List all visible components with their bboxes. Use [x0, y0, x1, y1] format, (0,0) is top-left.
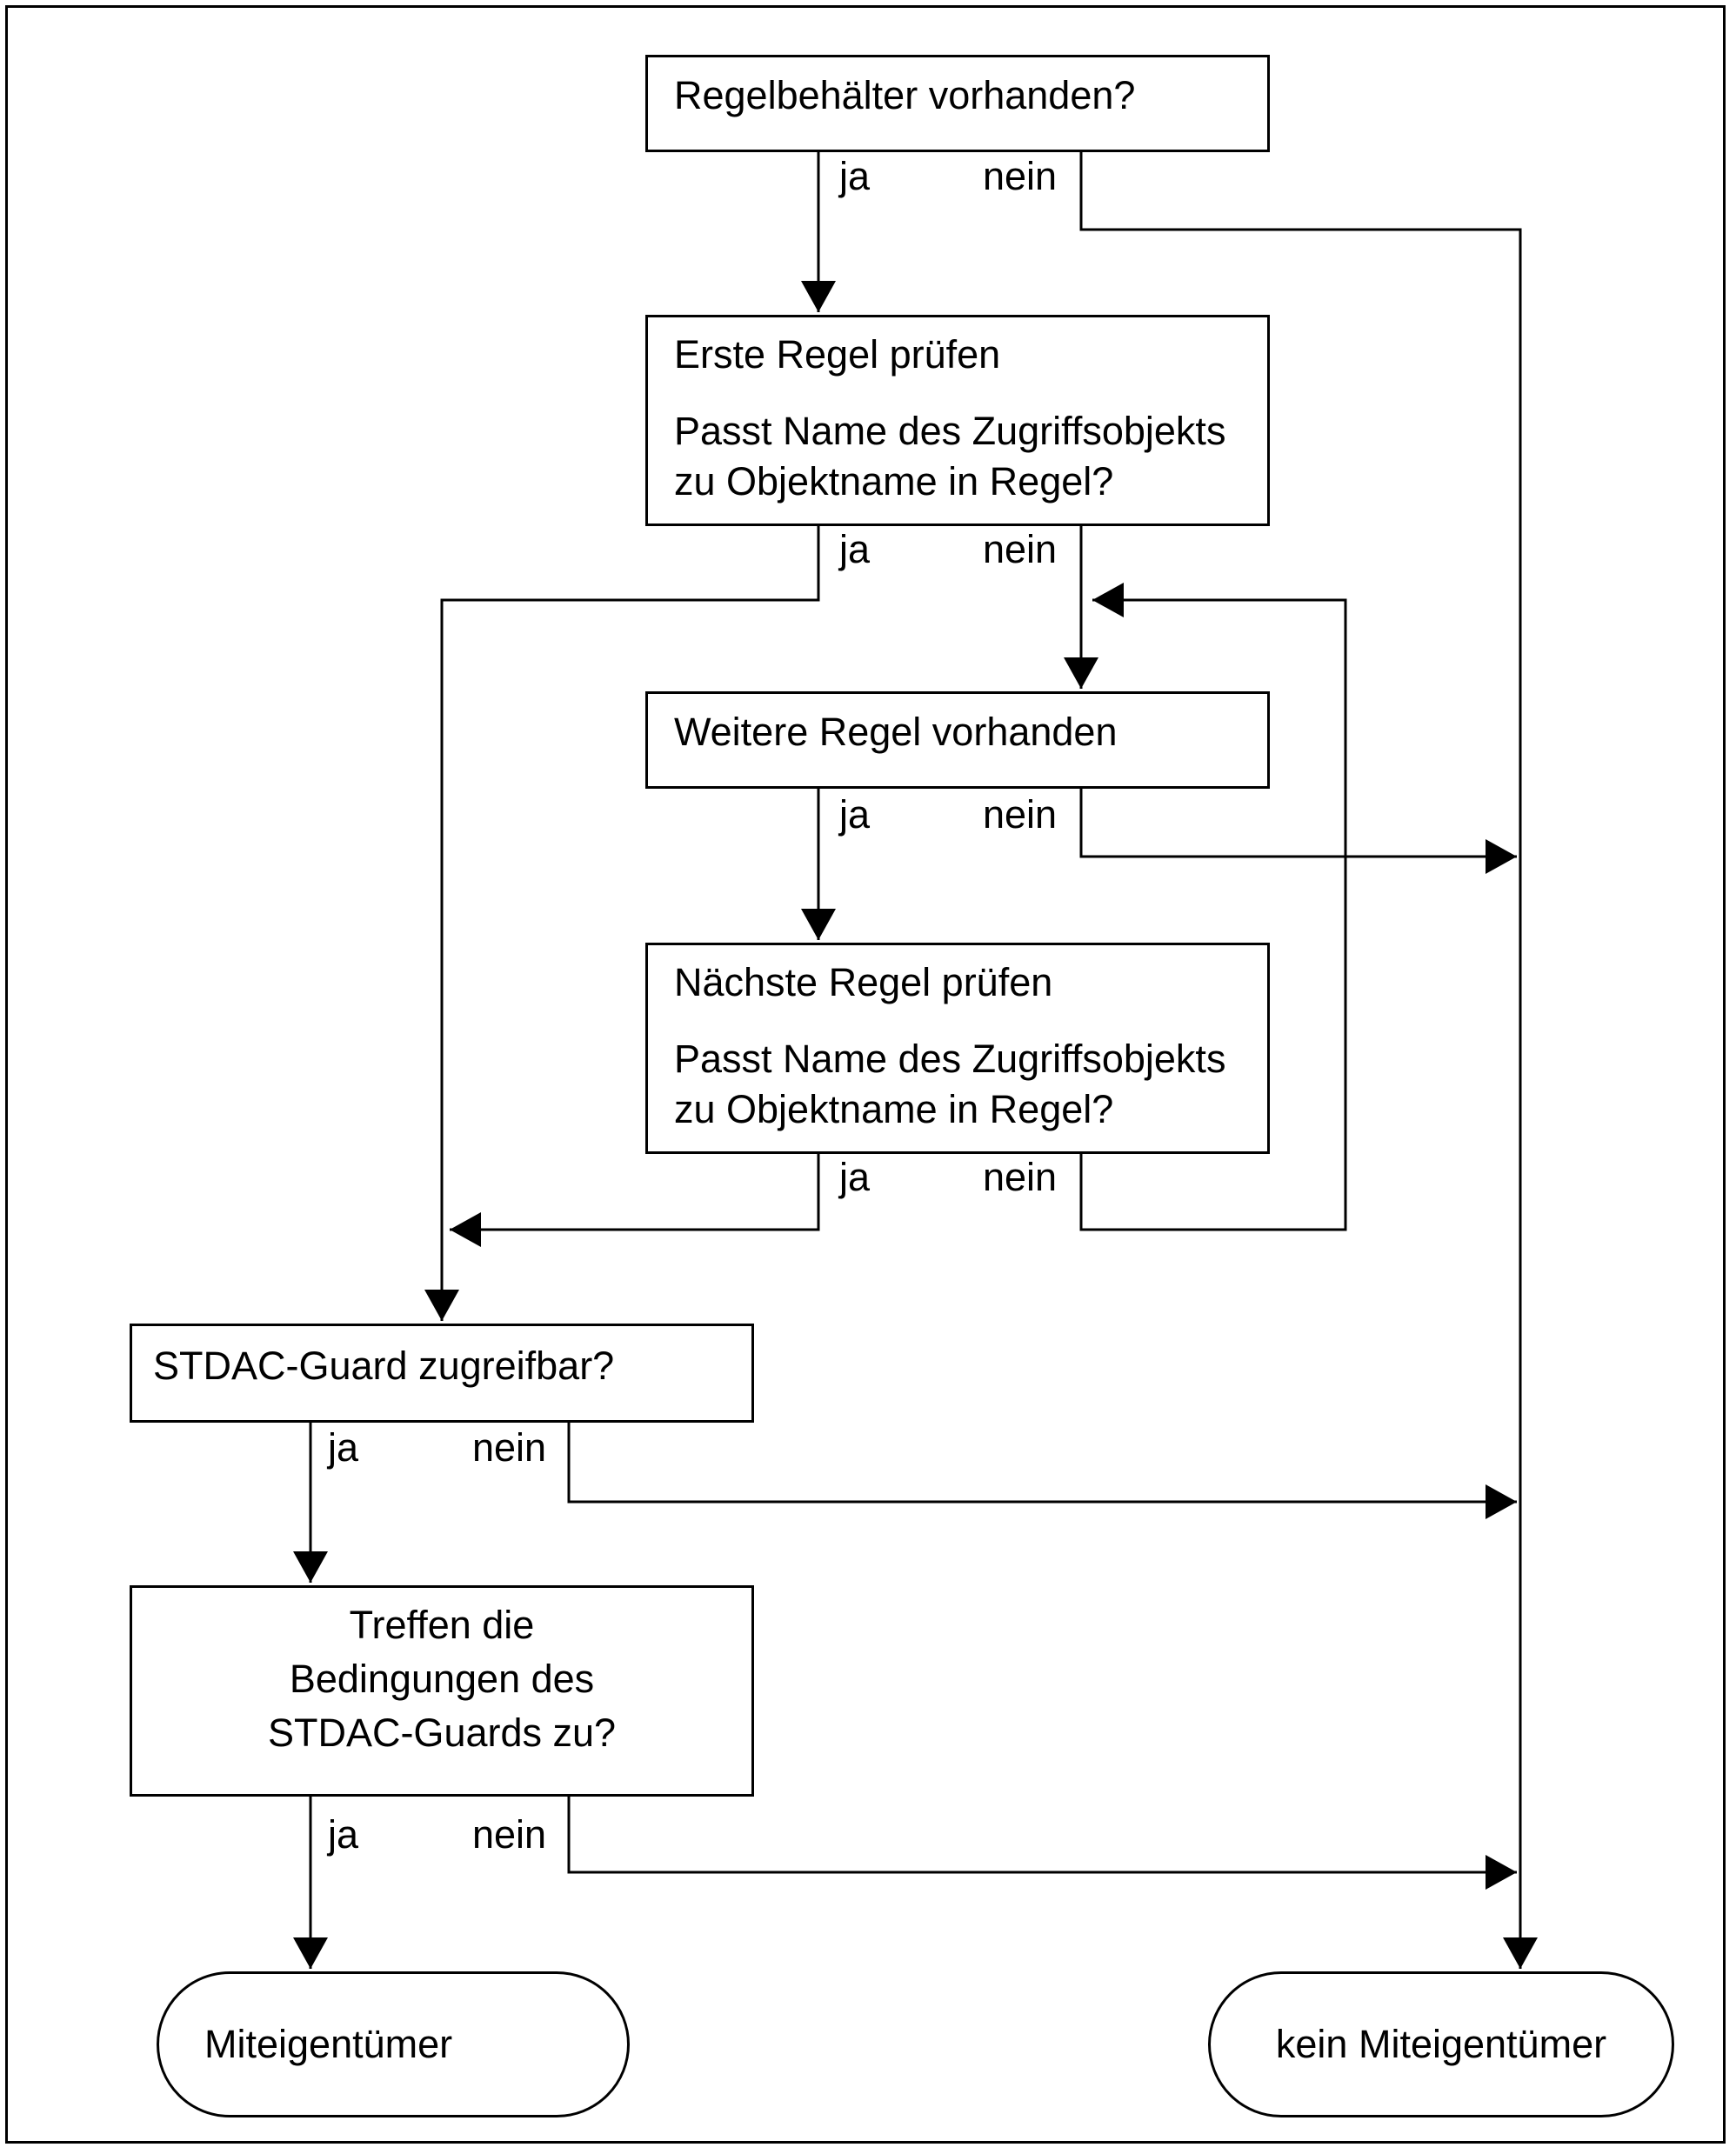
- terminal-kein-miteigentuemer: kein Miteigentümer: [1208, 1971, 1674, 2117]
- terminal-miteigentuemer: Miteigentümer: [157, 1971, 630, 2117]
- edge-naechste-regel-ja-join: [450, 1154, 820, 1247]
- node-line: Passt Name des Zugriffsobjekts: [674, 1037, 1226, 1081]
- edge-label-nein-1: nein: [983, 154, 1058, 198]
- terminal-label: kein Miteigentümer: [1275, 2021, 1607, 2066]
- node-line: Nächste Regel prüfen: [674, 960, 1053, 1004]
- edge-label-nein-4: nein: [983, 1155, 1058, 1199]
- edge-bedingungen-nein-join: [567, 1797, 1517, 1890]
- node-line: zu Objektname in Regel?: [674, 1087, 1114, 1131]
- edge-erste-regel-ja-to-stdac-guard: [424, 526, 820, 1321]
- node-stdac-bedingungen: Treffen die Bedingungen des STDAC-Guards…: [130, 1585, 754, 1797]
- node-line: STDAC-Guards zu?: [267, 1711, 617, 1755]
- edge-naechste-regel-nein-loopback: [1079, 583, 1347, 1231]
- edge-label-nein-3: nein: [983, 792, 1058, 837]
- edge-regelbehaelter-nein-to-kein-miteigentuemer: [1079, 152, 1538, 1969]
- node-naechste-regel-pruefen: Nächste Regel prüfen Passt Name des Zugr…: [645, 943, 1270, 1154]
- edge-label-ja-6: ja: [328, 1812, 359, 1857]
- node-line: Treffen die: [349, 1603, 535, 1647]
- edge-label-ja-5: ja: [328, 1425, 359, 1470]
- edge-label-nein-2: nein: [983, 527, 1058, 571]
- node-regelbehaelter-vorhanden: Regelbehälter vorhanden?: [645, 55, 1270, 152]
- edge-label-ja-4: ja: [839, 1155, 871, 1199]
- edge-stdac-guard-nein-join: [567, 1423, 1517, 1519]
- edge-label-ja-1: ja: [839, 154, 871, 198]
- node-line: zu Objektname in Regel?: [674, 459, 1114, 503]
- node-line: Passt Name des Zugriffsobjekts: [674, 409, 1226, 453]
- node-label: Weitere Regel vorhanden: [674, 710, 1118, 754]
- terminal-label: Miteigentümer: [204, 2021, 453, 2066]
- edge-label-nein-6: nein: [472, 1812, 547, 1857]
- edge-label-nein-5: nein: [472, 1425, 547, 1470]
- node-label: Regelbehälter vorhanden?: [674, 73, 1136, 117]
- node-erste-regel-pruefen: Erste Regel prüfen Passt Name des Zugrif…: [645, 315, 1270, 526]
- edge-label-ja-3: ja: [839, 792, 871, 837]
- node-label: STDAC-Guard zugreifbar?: [153, 1344, 615, 1388]
- node-weitere-regel-vorhanden: Weitere Regel vorhanden: [645, 691, 1270, 789]
- edge-weitere-regel-nein-join: [1079, 789, 1517, 874]
- node-line: Erste Regel prüfen: [674, 332, 1001, 377]
- page-border: [5, 5, 1726, 2144]
- node-line: Bedingungen des: [289, 1657, 595, 1701]
- node-stdac-guard-zugreifbar: STDAC-Guard zugreifbar?: [130, 1324, 754, 1423]
- edge-label-ja-2: ja: [839, 527, 871, 571]
